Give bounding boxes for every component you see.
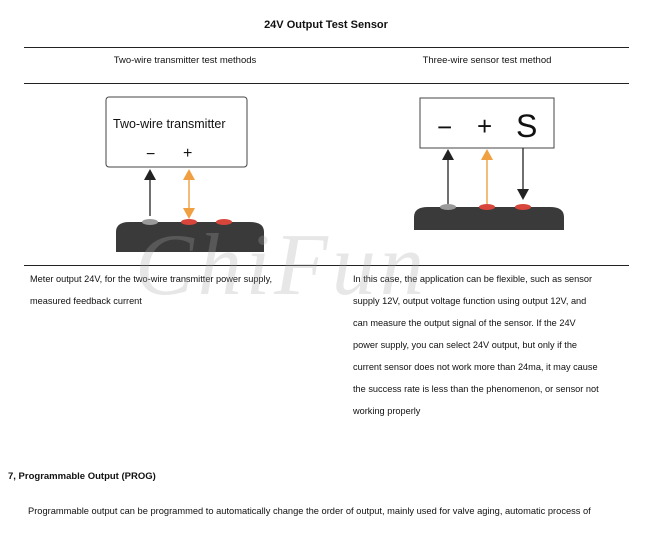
orange-arrow-up-icon <box>183 169 195 180</box>
black-arrow-down-icon <box>517 189 529 200</box>
plus-symbol: + <box>477 111 492 141</box>
orange-arrow-up-icon <box>481 149 493 160</box>
minus-symbol: − <box>437 112 452 142</box>
meter-device <box>116 222 264 252</box>
two-wire-transmitter-diagram: Two-wire transmitter − + <box>105 96 264 252</box>
plus-symbol: + <box>183 145 192 162</box>
description-line: power supply, you can select 24V output,… <box>353 340 578 350</box>
divider-heading <box>24 83 629 84</box>
left-column-heading: Two-wire transmitter test methods <box>113 55 257 66</box>
description-line: measured feedback current <box>30 296 142 306</box>
section-body: Programmable output can be programmed to… <box>28 506 591 516</box>
sensor-box <box>419 97 555 149</box>
description-line: the success rate is less than the phenom… <box>353 384 599 394</box>
description-line: current sensor does not work more than 2… <box>353 362 598 372</box>
terminal-red <box>515 204 531 210</box>
terminal-black <box>142 219 158 225</box>
description-line: Meter output 24V, for the two-wire trans… <box>30 274 273 284</box>
orange-arrow-down-icon <box>183 208 195 219</box>
black-arrow-up-icon <box>144 169 156 180</box>
description-line: working properly <box>353 406 421 416</box>
terminal-red <box>479 204 495 210</box>
divider-top <box>24 47 629 48</box>
terminal-red <box>216 219 232 225</box>
meter-device <box>414 207 564 230</box>
minus-symbol: − <box>146 146 155 163</box>
left-description: Meter output 24V, for the two-wire trans… <box>30 268 345 312</box>
description-line: In this case, the application can be fle… <box>353 274 593 284</box>
divider-description <box>24 265 629 266</box>
description-line: can measure the output signal of the sen… <box>353 318 576 328</box>
signal-symbol: S <box>516 108 537 144</box>
transmitter-box <box>105 96 248 168</box>
page-title: 24V Output Test Sensor <box>264 19 388 31</box>
terminal-black <box>440 204 456 210</box>
description-line: supply 12V, output voltage function usin… <box>353 296 587 306</box>
transmitter-label: Two-wire transmitter <box>113 117 226 131</box>
section-heading: 7, Programmable Output (PROG) <box>8 471 156 482</box>
terminal-red <box>181 219 197 225</box>
black-arrow-up-icon <box>442 149 454 160</box>
right-description: In this case, the application can be fle… <box>353 268 643 422</box>
three-wire-sensor-diagram: − + S <box>414 97 564 230</box>
right-column-heading: Three-wire sensor test method <box>422 55 552 66</box>
